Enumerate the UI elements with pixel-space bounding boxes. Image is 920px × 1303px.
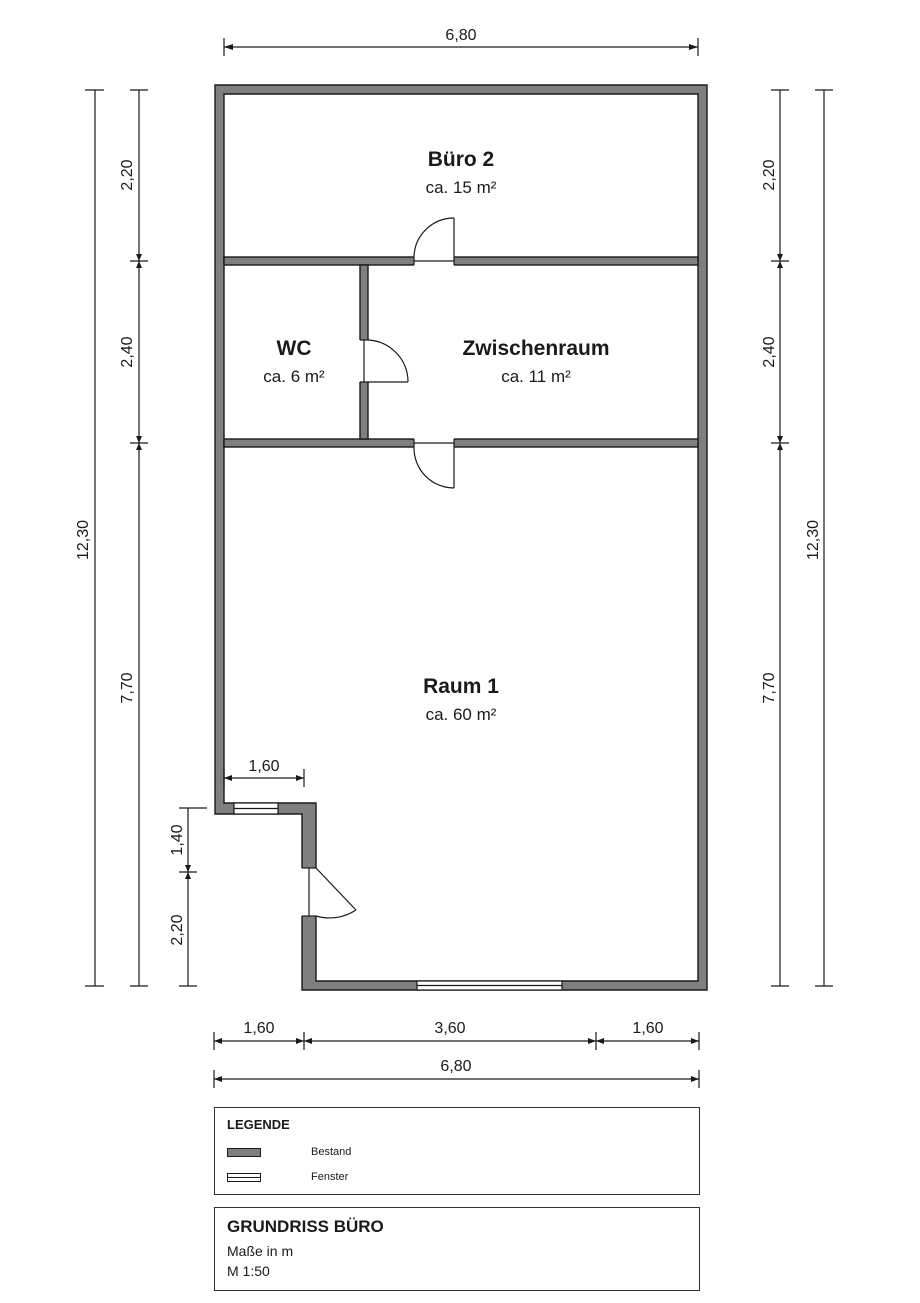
- window-notch: [233, 802, 279, 815]
- dim-label: 2,40: [119, 336, 136, 367]
- door-jambs: [302, 257, 455, 917]
- dim-label: 2,20: [119, 159, 136, 190]
- plan-scale: M 1:50: [227, 1263, 270, 1279]
- legend-item-fenster: Fenster: [227, 1171, 348, 1183]
- dim-label: 6,80: [440, 1058, 471, 1075]
- wall-buero-zwischen: [223, 256, 699, 266]
- legend-label: Bestand: [311, 1146, 352, 1158]
- dim-label: 12,30: [75, 520, 92, 560]
- dim-right-total: 12,30: [805, 89, 833, 987]
- room-area-raum1: ca. 60 m²: [426, 705, 497, 724]
- legend-item-bestand: Bestand: [227, 1146, 351, 1158]
- door-wc: [367, 339, 409, 383]
- door-entrance: [315, 867, 357, 919]
- dim-label: 2,40: [761, 336, 778, 367]
- wall-zwischen-raum: [223, 438, 699, 448]
- dim-label: 2,20: [761, 159, 778, 190]
- dim-left-segments: 2,20 2,40 7,70: [119, 89, 148, 987]
- room-area-wc: ca. 6 m²: [263, 367, 325, 386]
- plan-title: GRUNDRISS BÜRO: [227, 1217, 384, 1236]
- dim-label: 6,80: [445, 27, 476, 44]
- floor-plan: Büro 2 ca. 15 m² WC ca. 6 m² Zwischenrau…: [75, 27, 833, 1088]
- outer-wall: [214, 84, 708, 991]
- room-name-wc: WC: [277, 337, 312, 360]
- legend-box: LEGENDE Bestand Fenster: [214, 1107, 700, 1195]
- dim-left-total: 12,30: [75, 89, 104, 987]
- legend-swatch-bestand: [227, 1147, 261, 1157]
- dim-notch-vertical: 1,40 2,20: [169, 807, 207, 987]
- dim-label: 1,60: [632, 1020, 663, 1037]
- legend-swatch-fenster: [227, 1172, 261, 1182]
- plan-units: Maße in m: [227, 1243, 294, 1259]
- dim-notch-width: 1,60: [223, 758, 305, 787]
- dim-bottom-total: 6,80: [213, 1058, 700, 1088]
- legend-title: LEGENDE: [227, 1117, 290, 1132]
- dim-label: 1,40: [169, 824, 186, 855]
- dim-label: 7,70: [761, 672, 778, 703]
- dim-label: 1,60: [248, 758, 279, 775]
- dim-label: 2,20: [169, 914, 186, 945]
- dim-label: 12,30: [805, 520, 822, 560]
- dim-bottom-segments: 1,60 3,60 1,60: [213, 1020, 700, 1050]
- dim-label: 1,60: [243, 1020, 274, 1037]
- room-name-buero2: Büro 2: [428, 148, 495, 171]
- legend-label: Fenster: [311, 1171, 349, 1183]
- door-buero2: [413, 217, 455, 258]
- room-area-buero2: ca. 15 m²: [426, 178, 497, 197]
- room-area-zwischenraum: ca. 11 m²: [501, 367, 571, 386]
- room-name-raum1: Raum 1: [423, 675, 499, 698]
- window-bottom: [416, 980, 563, 991]
- dim-right-segments: 2,20 2,40 7,70: [761, 89, 789, 987]
- door-zwischen-raum: [413, 446, 455, 489]
- room-name-zwischenraum: Zwischenraum: [462, 337, 609, 360]
- dim-label: 7,70: [119, 672, 136, 703]
- title-block: GRUNDRISS BÜRO Maße in m M 1:50: [214, 1207, 700, 1291]
- dim-label: 3,60: [434, 1020, 465, 1037]
- dim-top-width: 6,80: [223, 27, 699, 56]
